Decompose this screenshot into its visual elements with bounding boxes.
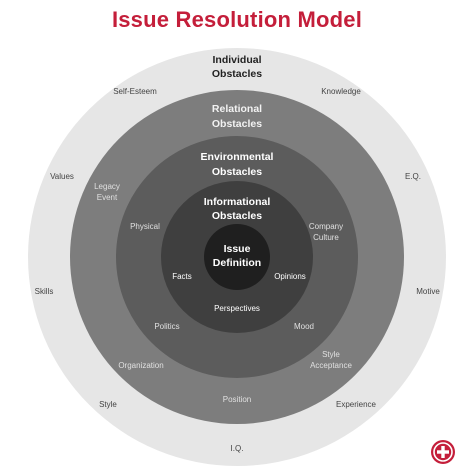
core-title-line2: Definition xyxy=(213,257,261,269)
item-politics: Politics xyxy=(154,322,179,331)
page-title: Issue Resolution Model xyxy=(111,7,363,32)
item-style: Style xyxy=(99,400,117,409)
item-eq: E.Q. xyxy=(405,172,421,181)
environmental-title-line2: Obstacles xyxy=(212,166,262,178)
informational-title-line2: Obstacles xyxy=(212,210,262,222)
item-organization: Organization xyxy=(118,361,163,370)
relational-title-line2: Obstacles xyxy=(212,118,262,130)
item-skills: Skills xyxy=(35,287,54,296)
item-facts: Facts xyxy=(172,272,192,281)
relational-title-line1: Relational xyxy=(212,103,262,115)
core-title-line1: Issue xyxy=(224,243,251,255)
item-perspectives: Perspectives xyxy=(214,304,260,313)
item-mood: Mood xyxy=(294,322,314,331)
item-opinions: Opinions xyxy=(274,272,306,281)
individual-title-line1: Individual xyxy=(212,54,261,66)
item-style-acceptance-line2: Acceptance xyxy=(310,361,352,370)
item-company-culture-line1: Company xyxy=(309,222,343,231)
item-position: Position xyxy=(223,395,251,404)
item-physical: Physical xyxy=(130,222,160,231)
environmental-title-line1: Environmental xyxy=(201,151,274,163)
item-self-esteem: Self-Esteem xyxy=(113,87,157,96)
item-experience: Experience xyxy=(336,400,377,409)
individual-title-line2: Obstacles xyxy=(212,68,262,80)
item-style-acceptance-line1: Style xyxy=(322,350,340,359)
core-circle xyxy=(204,224,270,290)
item-motive: Motive xyxy=(416,287,440,296)
informational-title-line1: Informational xyxy=(204,196,271,208)
logo-plus-icon xyxy=(431,440,455,464)
item-values: Values xyxy=(50,172,74,181)
item-company-culture-line2: Culture xyxy=(313,233,339,242)
item-knowledge: Knowledge xyxy=(321,87,361,96)
item-legacy-event-line1: Legacy xyxy=(94,182,120,191)
item-iq: I.Q. xyxy=(231,444,244,453)
item-legacy-event-line2: Event xyxy=(97,193,118,202)
